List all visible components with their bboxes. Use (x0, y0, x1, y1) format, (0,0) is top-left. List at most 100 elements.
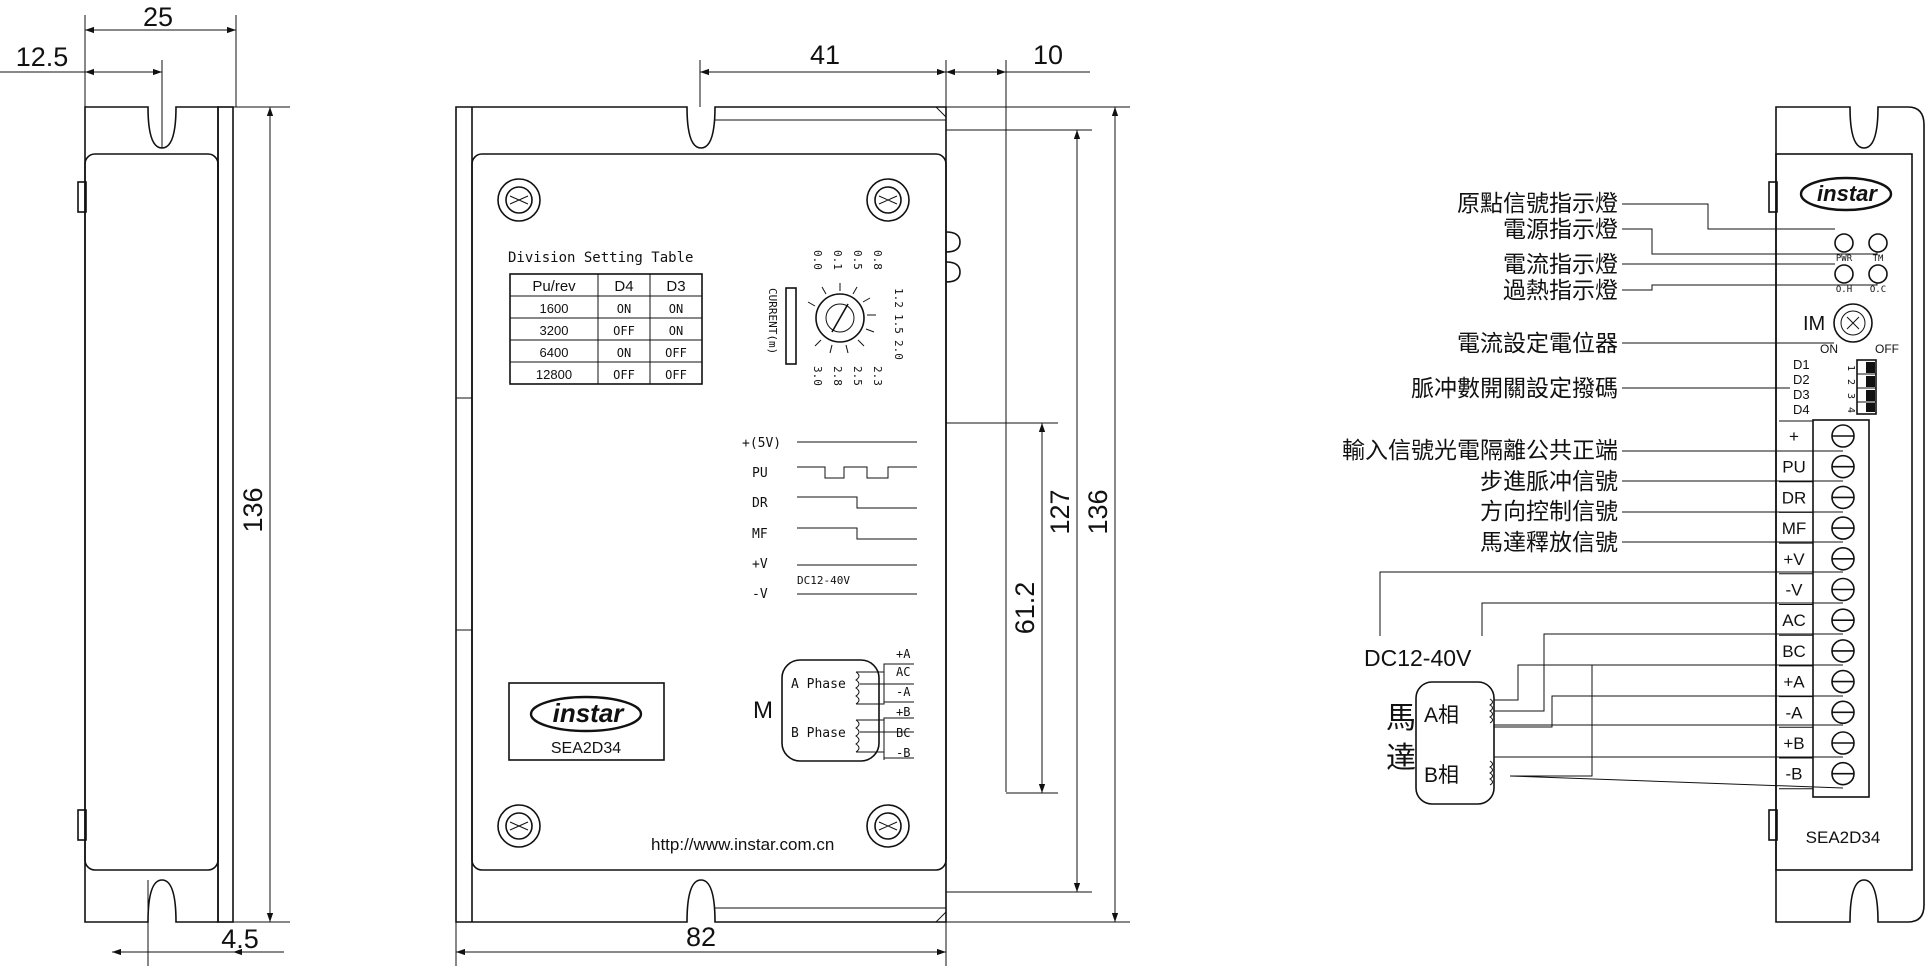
phase-b-label: B Phase (791, 726, 846, 741)
coil-b-label: B相 (1424, 764, 1459, 787)
callout-pot: 電流設定電位器 (1457, 330, 1618, 356)
current-bottom-value: 2.3 (871, 366, 884, 386)
coil-a-label: A相 (1424, 704, 1459, 727)
led-pwr (1834, 233, 1854, 253)
dip-switch (1856, 359, 1877, 415)
current-dial: CURRENT(m) 0.0 0.1 0.5 0.8 1.2 (766, 250, 905, 386)
switch-label: D3 (1793, 387, 1810, 402)
current-bottom-value: 3.0 (811, 366, 824, 386)
screw-bottom-left (497, 804, 541, 848)
switch-number: 4 (1845, 407, 1856, 413)
table-cell: OFF (665, 368, 687, 382)
phase-pin-label: -A (896, 685, 911, 699)
switch-label: D1 (1793, 357, 1810, 372)
led-label: TM (1873, 254, 1884, 264)
dim-width-25: 25 (143, 2, 173, 32)
terminal-label: PU (1782, 458, 1806, 477)
phase-pin-label: BC (896, 726, 910, 740)
current-bottom-value: 2.8 (831, 366, 844, 386)
signal-label: +(5V) (742, 436, 781, 451)
table-cell: 6400 (540, 345, 569, 360)
terminal-block (1812, 419, 1870, 798)
table-cell: ON (617, 302, 631, 316)
phase-a-label: A Phase (791, 677, 846, 692)
led-label: O.C (1870, 285, 1886, 295)
motor-box (1415, 681, 1495, 805)
dim-height-61-2: 61.2 (1010, 582, 1040, 635)
supply-voltage-label: DC12-40V (1364, 645, 1472, 671)
callout-direction: 方向控制信號 (1480, 498, 1618, 524)
callout-origin-led: 原點信號指示燈 (1457, 190, 1618, 216)
screw-top-left (497, 178, 541, 222)
current-right-value: 2.0 (892, 340, 905, 360)
signal-label: DR (752, 496, 768, 511)
brand-label: instar SEA2D34 (508, 682, 665, 761)
led-oh (1834, 264, 1854, 284)
terminal-label: DR (1782, 488, 1807, 507)
callout-pulse: 步進脈冲信號 (1480, 468, 1618, 494)
motor-phase-diagram: M A Phase B Phase +A AC -A +B BC -B (753, 647, 914, 762)
table-cell: OFF (613, 368, 635, 382)
terminal-label: -V (1786, 581, 1804, 600)
terminal-label: BC (1782, 642, 1806, 661)
side-view: 25 12.5 136 4.5 (0, 2, 290, 966)
phase-pin-label: +A (896, 647, 911, 661)
switch-on-label: ON (1820, 342, 1838, 356)
screw-bottom-right (866, 804, 910, 848)
current-bottom-value: 2.5 (851, 366, 864, 386)
signal-label: -V (752, 587, 768, 602)
switch-number: 2 (1845, 379, 1856, 385)
table-cell: OFF (613, 324, 635, 338)
callout-dip: 脈冲數開關設定撥碼 (1411, 375, 1618, 401)
dim-height-136-front: 136 (1083, 489, 1113, 534)
signal-label: PU (752, 466, 768, 481)
terminal-label: -A (1786, 703, 1804, 722)
led-oc (1868, 264, 1888, 284)
callout-release: 馬達釋放信號 (1480, 529, 1618, 555)
motor-letter: M (753, 697, 773, 724)
dim-height-136-side: 136 (238, 487, 268, 532)
end-view: instar PWR TM O.H O.C IM ON OFF 1 2 3 (1342, 106, 1925, 923)
current-label: CURRENT(m) (766, 288, 779, 354)
current-right-value: 1.5 (892, 314, 905, 334)
website-url: http://www.instar.com.cn (651, 835, 834, 854)
led-label: O.H (1836, 285, 1852, 295)
terminal-label: + (1789, 427, 1799, 446)
terminal-label: +A (1783, 673, 1805, 692)
table-cell: 1600 (540, 301, 569, 316)
terminal-label: AC (1782, 611, 1806, 630)
brand-logo-text: instar (553, 698, 626, 728)
table-cell: OFF (665, 346, 687, 360)
table-header-d3: D3 (666, 278, 685, 295)
dim-width-82: 82 (686, 922, 716, 952)
callout-common: 輸入信號光電隔離公共正端 (1342, 437, 1618, 463)
motor-word-bottom: 達 (1386, 742, 1416, 775)
dim-flange-4-5: 4.5 (221, 924, 259, 954)
phase-pin-label: +B (896, 705, 910, 719)
terminal-label: +B (1783, 734, 1804, 753)
switch-off-label: OFF (1875, 342, 1899, 356)
supply-label: DC12-40V (797, 574, 850, 587)
screw-top-right (866, 178, 910, 222)
dim-height-127: 127 (1045, 489, 1075, 534)
table-header-d4: D4 (614, 278, 633, 295)
division-table-title: Division Setting Table (508, 250, 693, 266)
callout-current-led: 電流指示燈 (1503, 251, 1618, 277)
front-view: Division Setting Table Pu/rev D4 D3 1600… (455, 40, 1130, 966)
phase-pin-label: AC (896, 665, 910, 679)
switch-number: 1 (1845, 365, 1856, 371)
callout-power-led: 電源指示燈 (1503, 216, 1618, 242)
dim-width-41: 41 (810, 40, 840, 70)
phase-pin-label: -B (896, 746, 910, 760)
motor-word-top: 馬 (1386, 702, 1416, 735)
division-table: Pu/rev D4 D3 1600 ON ON 3200 OFF ON 6400… (509, 273, 703, 385)
end-brand-logo: instar (1817, 181, 1878, 206)
terminal-label: +V (1783, 550, 1805, 569)
current-pot-icon (1833, 303, 1873, 343)
switch-label: D2 (1793, 372, 1810, 387)
table-cell: 3200 (540, 323, 569, 338)
table-cell: 12800 (536, 367, 572, 382)
pot-label: IM (1803, 313, 1825, 335)
table-cell: ON (617, 346, 631, 360)
